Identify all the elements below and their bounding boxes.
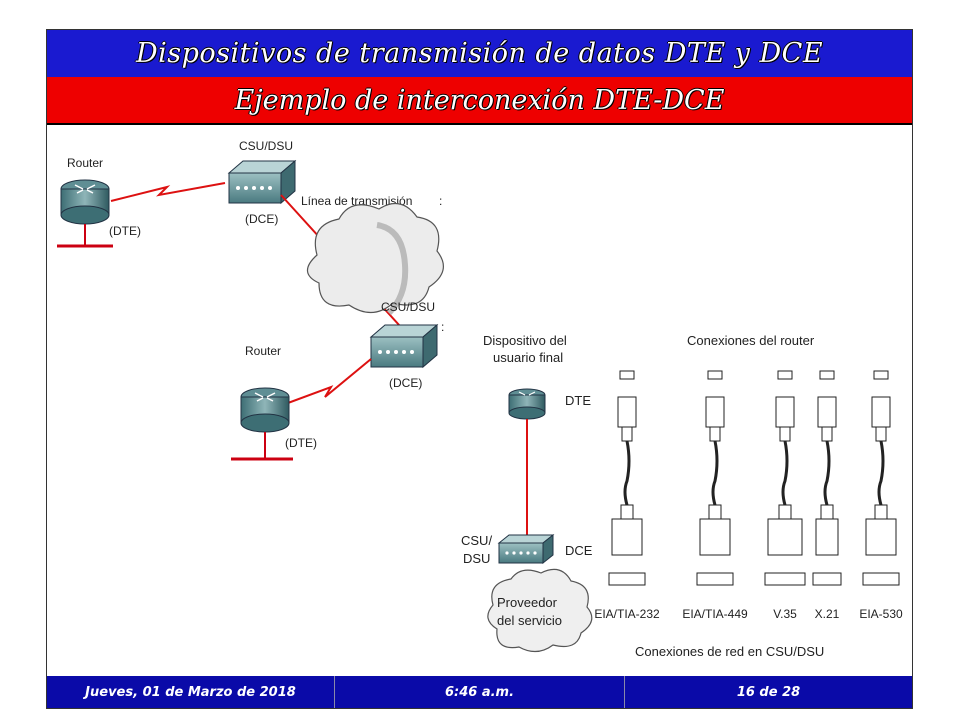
socket-icon: [764, 572, 806, 586]
csu-label-1: CSU/: [461, 533, 492, 548]
subtitle-bar: Ejemplo de interconexión DTE-DCE: [47, 77, 912, 125]
end-router-icon: [508, 388, 546, 420]
connector-label: EIA/TIA-449: [682, 607, 748, 621]
connector-label: V.35: [773, 607, 797, 621]
connectors-group: EIA/TIA-232 EIA/TIA-449 V.35 X.21 EIA-530: [594, 370, 903, 621]
plug-top-icon: [705, 396, 725, 428]
plug-bottom-neck: [620, 504, 634, 520]
plug-bottom-icon: [611, 518, 643, 556]
socket-icon: [862, 572, 900, 586]
csu-bottom-role: (DCE): [389, 376, 422, 390]
slide-subtitle: Ejemplo de interconexión DTE-DCE: [234, 84, 725, 116]
serial-link-bottom: [268, 358, 372, 411]
plug-top-icon: [775, 396, 795, 428]
router-top-icon: [57, 179, 113, 248]
cable-line: [877, 440, 885, 506]
socket-icon: [608, 572, 646, 586]
port-icon: [873, 370, 889, 380]
end-device-label-1: Dispositivo del: [483, 333, 567, 348]
cable-line: [623, 440, 631, 506]
csu-label-2: DSU: [463, 551, 490, 566]
port-icon: [777, 370, 793, 380]
slide-frame: Dispositivos de transmisión de datos DTE…: [46, 29, 913, 709]
footer-bar: Jueves, 01 de Marzo de 2018 6:46 a.m. 16…: [47, 676, 912, 708]
plug-neck: [779, 426, 791, 442]
connector-label: EIA-530: [859, 607, 903, 621]
plug-bottom-icon: [815, 518, 839, 556]
dte-label: DTE: [565, 393, 591, 408]
footer-date: Jueves, 01 de Marzo de 2018: [47, 676, 335, 708]
plug-top-icon: [817, 396, 837, 428]
plug-neck: [621, 426, 633, 442]
footer-time: 6:46 a.m.: [335, 676, 625, 708]
plug-neck: [709, 426, 721, 442]
router-conn-label: Conexiones del router: [687, 333, 815, 348]
end-device-label-2: usuario final: [493, 350, 563, 365]
plug-bottom-neck: [708, 504, 722, 520]
end-csu-icon: [497, 533, 555, 565]
csu-dsu-bottom-icon: [369, 323, 439, 369]
plug-bottom-icon: [767, 518, 803, 556]
csu-top-label: CSU/DSU: [239, 139, 293, 153]
csu-top-role: (DCE): [245, 212, 278, 226]
port-icon: [819, 370, 835, 380]
dot-mark-2: :: [441, 320, 444, 334]
router-top-label: Router: [67, 156, 103, 170]
cable-line: [823, 440, 831, 506]
line-label: Línea de transmisión: [301, 194, 412, 208]
serial-link-top: [110, 182, 226, 202]
cable-line: [711, 440, 719, 506]
router-bottom-label: Router: [245, 344, 281, 358]
footer-page: 16 de 28: [736, 684, 801, 700]
socket-icon: [696, 572, 734, 586]
port-icon: [707, 370, 723, 380]
router-top-role: (DTE): [109, 224, 141, 238]
network-conn-label: Conexiones de red en CSU/DSU: [635, 644, 824, 659]
router-bottom-icon: [231, 387, 293, 461]
plug-bottom-neck: [874, 504, 888, 520]
plug-bottom-neck: [778, 504, 792, 520]
plug-top-icon: [617, 396, 637, 428]
plug-neck: [875, 426, 887, 442]
csu-dsu-top-icon: [227, 159, 297, 205]
connector-label: X.21: [815, 607, 840, 621]
plug-neck: [821, 426, 833, 442]
provider-cloud-icon: [487, 568, 593, 653]
plug-bottom-neck: [820, 504, 834, 520]
diagram-canvas: Router (DTE) CSU/DSU (DCE) Línea de tran…: [57, 139, 912, 675]
provider-label-1: Proveedor: [497, 595, 558, 610]
plug-top-icon: [871, 396, 891, 428]
cloud-icon: [306, 202, 444, 316]
cable-line: [781, 440, 789, 506]
dce-label: DCE: [565, 543, 593, 558]
router-bottom-role: (DTE): [285, 436, 317, 450]
socket-icon: [812, 572, 842, 586]
provider-label-2: del servicio: [497, 613, 562, 628]
dot-mark: :: [439, 194, 442, 208]
port-icon: [619, 370, 635, 380]
title-bar: Dispositivos de transmisión de datos DTE…: [47, 30, 912, 78]
connector-label: EIA/TIA-232: [594, 607, 660, 621]
plug-bottom-icon: [699, 518, 731, 556]
slide-title: Dispositivos de transmisión de datos DTE…: [135, 38, 824, 69]
csu-bottom-label: CSU/DSU: [381, 300, 435, 314]
plug-bottom-icon: [865, 518, 897, 556]
